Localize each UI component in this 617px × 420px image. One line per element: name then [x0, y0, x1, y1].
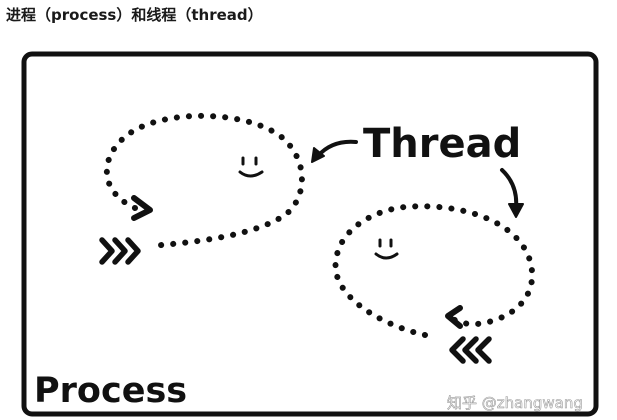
arrowhead-icon: [508, 203, 524, 218]
process-label: Process: [34, 371, 187, 411]
chevron-arrow-icon: [445, 305, 463, 329]
triple-chevron-icon: [99, 237, 141, 265]
smiley-face-icon: [374, 238, 399, 260]
thread-label: Thread: [363, 121, 521, 167]
triple-chevron-icon: [449, 336, 492, 364]
page-title: 进程（process）和线程（thread）: [6, 6, 263, 24]
smiley-face-icon: [238, 156, 264, 178]
watermark: 知乎 @zhangwang: [447, 394, 583, 412]
arrowhead-icon: [311, 147, 325, 163]
chevron-arrow-icon: [131, 195, 153, 221]
process-box: [21, 51, 599, 417]
thread-2-dotted-path: [332, 203, 536, 338]
thread-1-dotted-path: [103, 112, 305, 249]
